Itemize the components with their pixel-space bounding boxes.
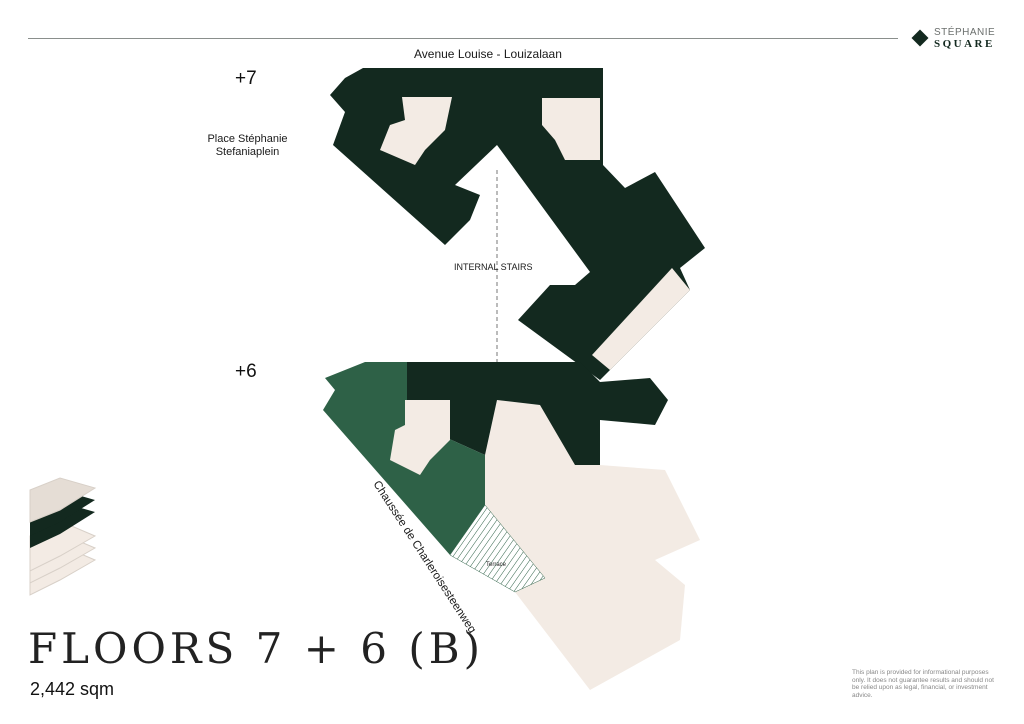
street-label-top: Avenue Louise - Louizalaan — [414, 47, 562, 61]
building-stack-icon — [29, 477, 97, 596]
level-label-7: +7 — [235, 68, 257, 89]
logo-line2: SQUARE — [934, 38, 995, 50]
logo-line1: STÉPHANIE — [934, 27, 996, 38]
floor-6-space-b — [407, 362, 668, 465]
floor-6-other-space — [485, 400, 700, 690]
header-rule — [28, 38, 898, 39]
place-label: Place Stéphanie Stefaniaplein — [190, 133, 305, 159]
level-label-6: +6 — [235, 361, 257, 382]
place-label-line1: Place Stéphanie — [207, 133, 288, 145]
disclaimer: This plan is provided for informational … — [852, 669, 994, 699]
internal-stairs-label: INTERNAL STAIRS — [454, 262, 533, 272]
page-title: FLOORS 7 + 6 (B) — [28, 624, 484, 673]
floor-6-plan — [323, 362, 700, 690]
area-label: 2,442 sqm — [30, 679, 115, 699]
floor-7-plan — [330, 68, 705, 380]
brand-logo: STÉPHANIE SQUARE — [910, 27, 1010, 53]
core-rooms — [542, 98, 600, 160]
core-rooms — [390, 400, 450, 475]
floor-7-space — [330, 68, 705, 380]
place-label-line2: Stefaniaplein — [215, 146, 280, 158]
terrace — [449, 504, 546, 593]
core-rooms — [380, 97, 452, 165]
core-rooms — [592, 268, 690, 370]
terrace-label: Terrace — [486, 562, 507, 568]
